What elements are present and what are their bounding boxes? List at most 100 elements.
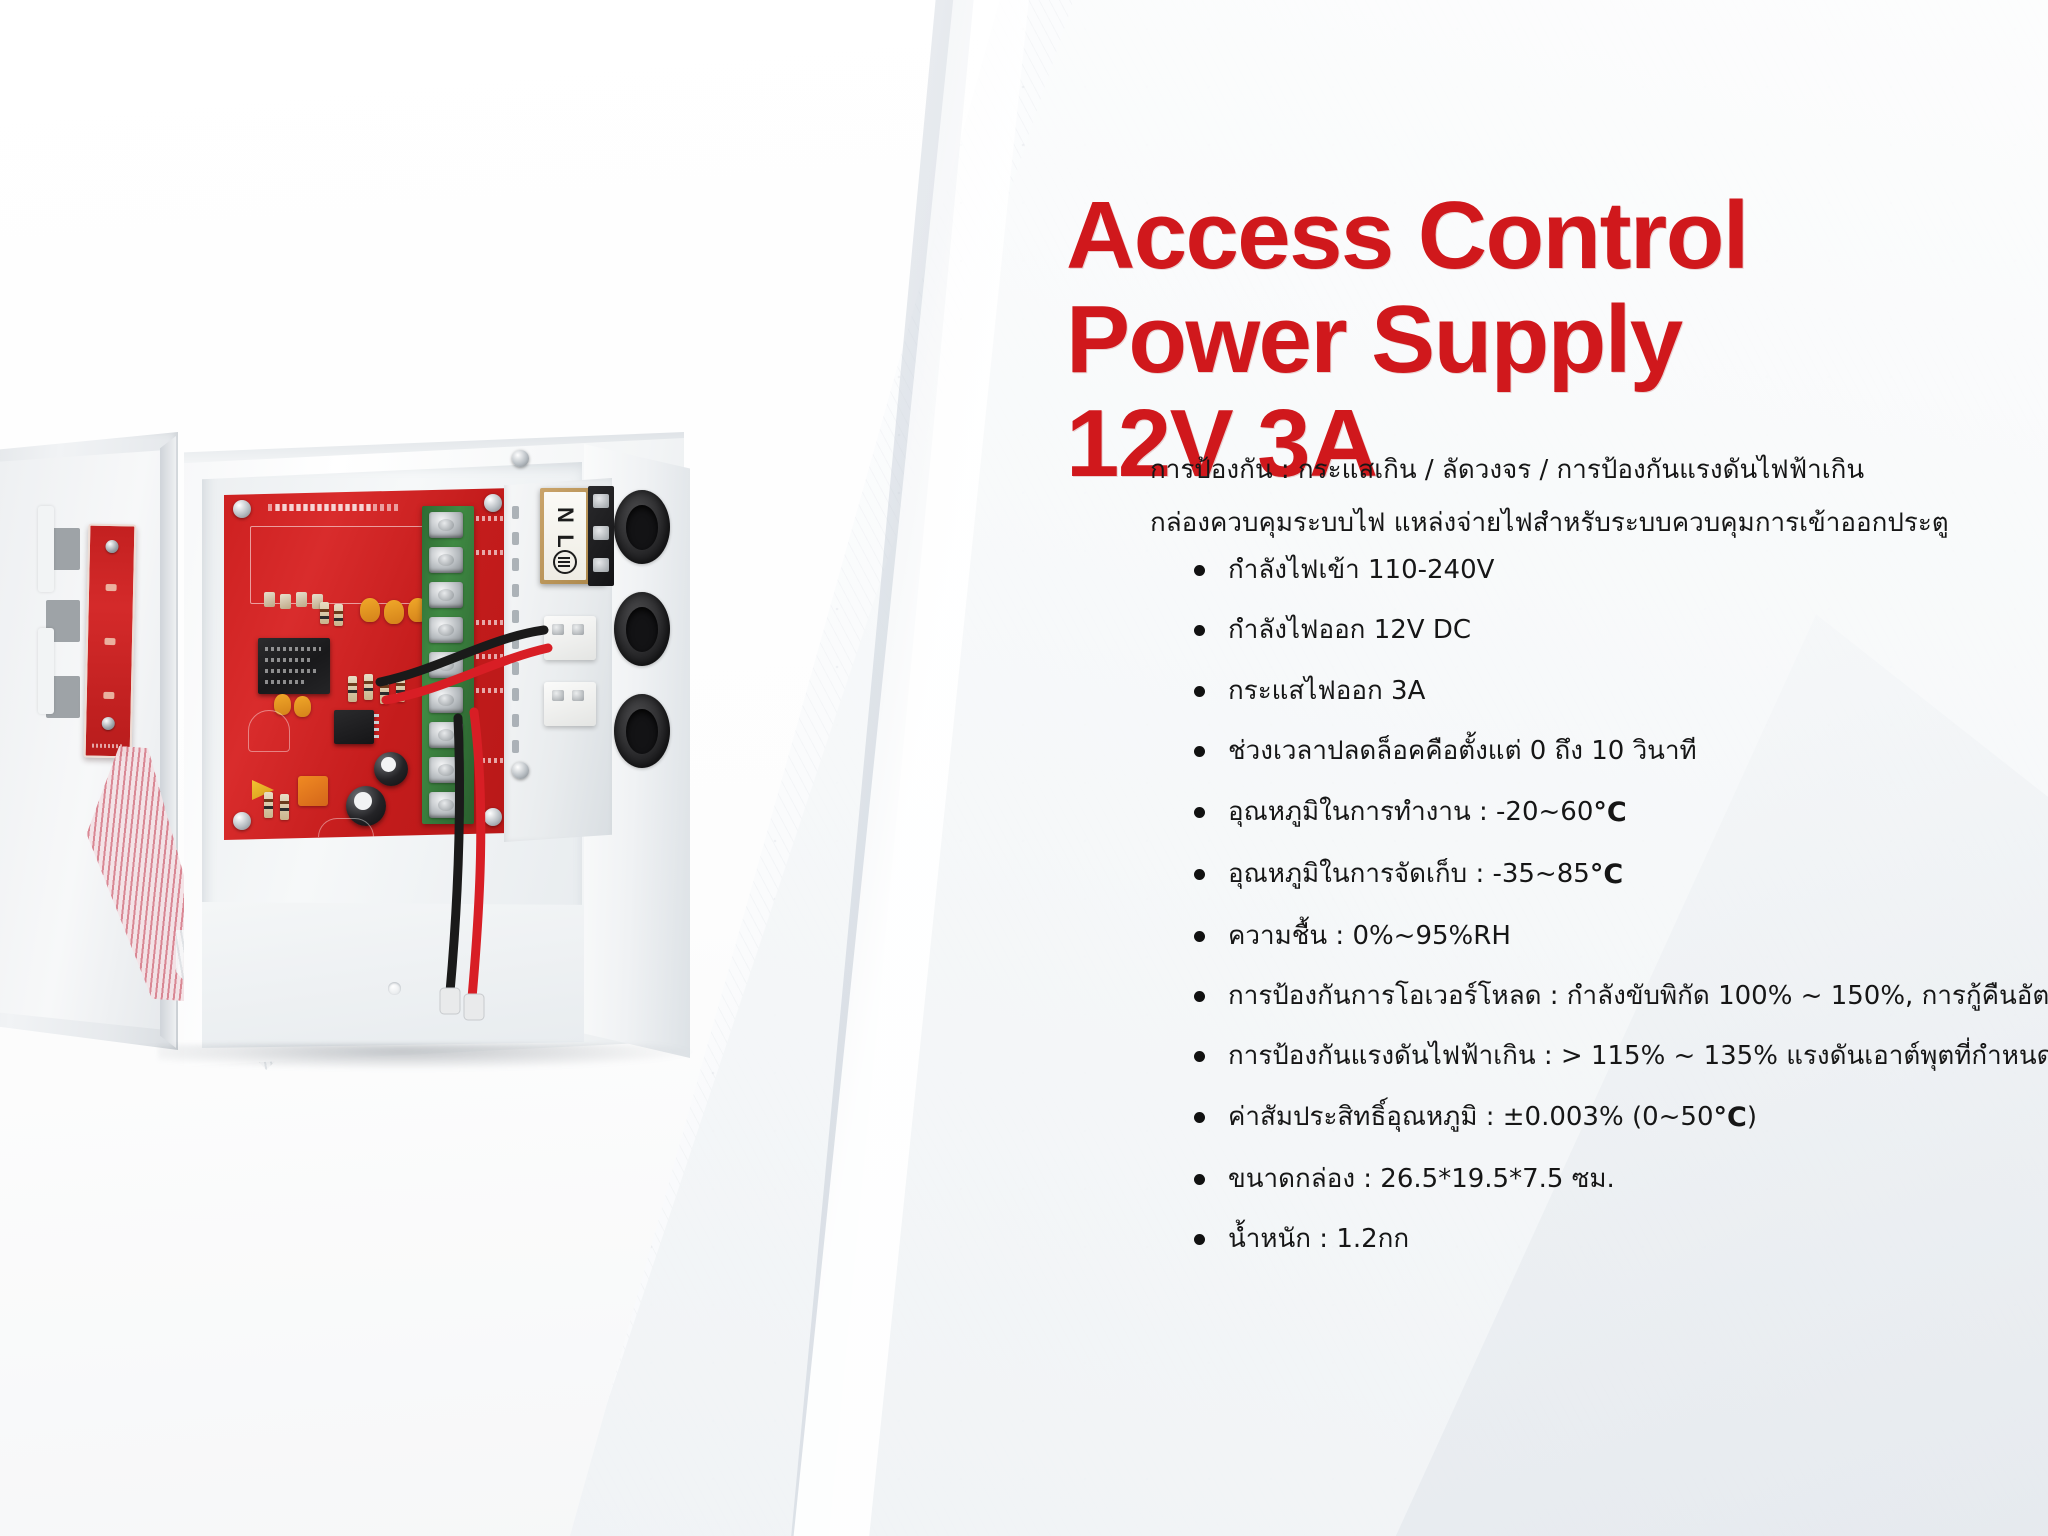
dc-output-connector [544, 616, 596, 660]
spec-item-5: อุณหภูมิในการจัดเก็บ : -35~85°C [1188, 856, 2048, 895]
connector-screw [552, 690, 564, 701]
specification-list: กำลังไฟเข้า 110-240V กำลังไฟออก 12V DC กระ… [1188, 552, 2048, 1282]
spec-item-8: การป้องกันแรงดันไฟฟ้าเกิน : > 115% ~ 135… [1188, 1038, 2048, 1075]
earth-ground-icon [553, 550, 577, 574]
ventilation-slot [512, 636, 519, 649]
resistor [334, 604, 343, 626]
smd-component [280, 594, 291, 609]
terminal-screw [593, 494, 609, 508]
wire-ferrule [439, 987, 461, 1015]
screw-icon [484, 808, 502, 826]
cable-grommet-icon [614, 694, 670, 768]
electrolytic-capacitor [346, 786, 386, 826]
spec-item-6: ความชื้น : 0%~95%RH [1188, 918, 2048, 955]
resistor [364, 674, 373, 700]
terminal-screw [593, 558, 609, 572]
enclosure-dimple [388, 982, 401, 995]
degree-celsius-unit: °C [1713, 1101, 1747, 1133]
title-line-3: 12V 3A [1066, 389, 1378, 497]
terminal-screw [429, 512, 463, 538]
spec-item-2: กระแสไฟออก 3A [1188, 673, 2048, 710]
cable-grommet-icon [614, 592, 670, 666]
ventilation-slot [512, 662, 519, 675]
smd-component [312, 594, 323, 609]
wire-ferrule [463, 993, 485, 1021]
screw-icon [233, 500, 251, 518]
spec-text: ความชื้น : 0%~95%RH [1228, 920, 1511, 951]
capacitor [274, 694, 291, 715]
resistor [396, 676, 405, 702]
spec-item-3: ช่วงเวลาปลดล็อคคือตั้งแต่ 0 ถึง 10 วินาท… [1188, 733, 2048, 770]
capacitor [384, 600, 404, 624]
terminal-screw [593, 526, 609, 540]
trimmer-potentiometer [298, 776, 328, 806]
spec-text: อุณหภูมิในการจัดเก็บ : -35~85 [1228, 858, 1590, 889]
spec-item-7: การป้องกันการโอเวอร์โหลด : กำลังขับพิกัด… [1188, 978, 2048, 1015]
screw-icon [233, 812, 251, 830]
resistor [348, 676, 357, 702]
door-clip [38, 506, 54, 592]
content-panel: Access Control Power Supply 12V 3A การป้… [1040, 0, 2048, 1536]
screw-icon [484, 494, 502, 512]
protection-line: การป้องกัน : กระแสเกิน / ลัดวงจร / การป้… [1150, 455, 1865, 485]
ac-terminal-label: N L [544, 492, 586, 580]
spec-item-11: น้ำหนัก : 1.2กก [1188, 1221, 2048, 1258]
spec-text: กระแสไฟออก 3A [1228, 675, 1426, 706]
wiring-harness [375, 625, 553, 1021]
terminal-label [476, 620, 506, 625]
spec-text: กำลังไฟออก 12V DC [1228, 615, 1472, 646]
spec-text: การป้องกันแรงดันไฟฟ้าเกิน : > 115% ~ 135… [1228, 1041, 2048, 1072]
capacitor [360, 598, 380, 622]
spec-text: ค่าสัมประสิทธิ์อุณหภูมิ : ±0.003% (0~50 [1228, 1101, 1714, 1132]
page-title: Access Control Power Supply 12V 3A [1066, 184, 2026, 495]
screw-icon [512, 450, 529, 467]
wire-red-upper [381, 643, 553, 705]
capacitor [294, 696, 311, 717]
resistor [380, 678, 389, 704]
smd-component [264, 592, 275, 607]
ventilation-slot [512, 558, 519, 571]
spec-text-tail: ) [1746, 1101, 1757, 1132]
main-control-pcb [224, 488, 512, 840]
ic-chip [334, 710, 379, 744]
title-line-2: Power Supply [1066, 285, 1683, 393]
spec-item-4: อุณหภูมิในการทำงาน : -20~60°C [1188, 794, 2048, 833]
terminal-label [476, 758, 506, 763]
connector-screw [552, 624, 564, 635]
spec-text: ขนาดกล่อง : 26.5*19.5*7.5 ซม. [1228, 1163, 1615, 1194]
electrolytic-capacitor [374, 752, 408, 786]
cable-grommet-icon [614, 490, 670, 564]
silkscreen-outline [248, 710, 290, 752]
screw-icon [512, 762, 529, 779]
resistor [320, 602, 329, 624]
ventilation-slot [512, 584, 519, 597]
enclosure-lower-face [202, 902, 584, 1048]
silkscreen-marking [268, 504, 398, 511]
smd-component [296, 592, 307, 607]
component-marking [265, 669, 317, 673]
ac-terminal-housing [588, 486, 614, 586]
terminal-label [476, 654, 506, 659]
degree-celsius-unit: °C [1589, 858, 1624, 890]
ventilation-slot [512, 506, 519, 519]
resistor [280, 794, 289, 820]
spec-text: การป้องกันการโอเวอร์โหลด : กำลังขับพิกัด… [1228, 980, 2048, 1011]
terminal-label [476, 516, 506, 521]
description-block: การป้องกัน : กระแสเกิน / ลัดวงจร / การป้… [1150, 452, 2048, 558]
door-clip [38, 628, 54, 714]
summary-line: กล่องควบคุมระบบไฟ แหล่งจ่ายไฟสำหรับระบบค… [1150, 507, 1949, 538]
ventilation-slot [512, 532, 519, 545]
terminal-screw [429, 617, 463, 643]
spec-text: กำลังไฟเข้า 110-240V [1228, 555, 1495, 585]
wire-black-upper [375, 625, 549, 687]
terminal-screw [429, 687, 463, 713]
spec-item-9: ค่าสัมประสิทธิ์อุณหภูมิ : ±0.003% (0~50°… [1188, 1099, 2048, 1138]
spec-text: อุณหภูมิในการทำงาน : -20~60 [1228, 796, 1594, 827]
spec-text: ช่วงเวลาปลดล็อคคือตั้งแต่ 0 ถึง 10 วินาท… [1228, 736, 1697, 767]
terminal-label [476, 550, 506, 555]
connector-screw [572, 690, 584, 701]
title-line-1: Access Control [1066, 182, 1749, 290]
degree-celsius-unit: °C [1593, 796, 1627, 828]
dc-output-connector [544, 682, 596, 726]
